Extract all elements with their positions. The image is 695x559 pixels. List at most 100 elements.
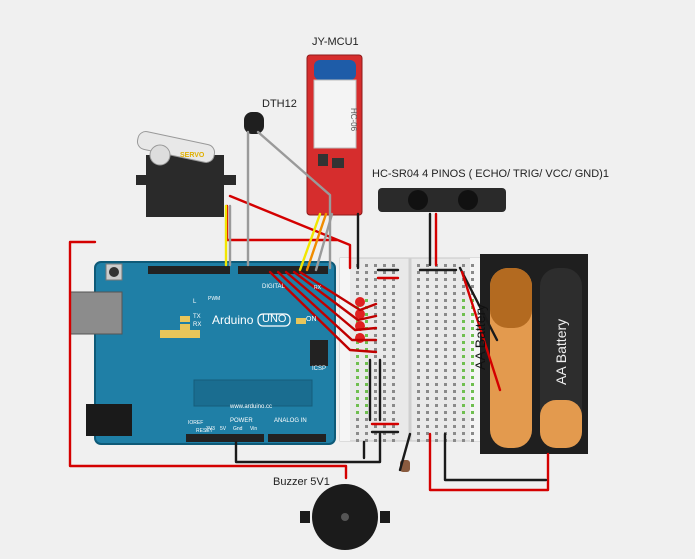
breadboard-hole [374, 425, 377, 428]
breadboard-hole [435, 327, 438, 330]
breadboard-hole [453, 439, 456, 442]
breadboard-hole [462, 292, 465, 295]
breadboard-hole [417, 271, 420, 274]
breadboard-hole [417, 432, 420, 435]
breadboard-hole [444, 348, 447, 351]
breadboard-hole [426, 390, 429, 393]
breadboard-hole [426, 271, 429, 274]
breadboard-hole [374, 334, 377, 337]
board-gnd-label: Gnd [233, 426, 243, 432]
breadboard-hole [444, 278, 447, 281]
breadboard-hole [374, 439, 377, 442]
breadboard-hole [374, 299, 377, 302]
breadboard-hole [444, 285, 447, 288]
breadboard-hole [462, 348, 465, 351]
breadboard-hole [462, 390, 465, 393]
breadboard-hole [356, 404, 359, 407]
board-url: www.arduino.cc [230, 404, 273, 410]
breadboard-hole [435, 362, 438, 365]
breadboard-hole [444, 327, 447, 330]
breadboard-hole [462, 355, 465, 358]
breadboard-hole [392, 383, 395, 386]
breadboard-hole [365, 404, 368, 407]
board-icsp-label: ICSP [312, 366, 327, 372]
breadboard-hole [392, 299, 395, 302]
breadboard-hole [392, 418, 395, 421]
breadboard-hole [417, 390, 420, 393]
breadboard-hole [426, 341, 429, 344]
breadboard-hole [365, 292, 368, 295]
breadboard-hole [444, 306, 447, 309]
breadboard-hole [462, 432, 465, 435]
breadboard-hole [365, 425, 368, 428]
breadboard-hole [435, 425, 438, 428]
breadboard-hole [392, 390, 395, 393]
breadboard-hole [383, 432, 386, 435]
sensor-label: DTH12 [262, 98, 297, 110]
breadboard-hole [356, 390, 359, 393]
breadboard-hole [435, 404, 438, 407]
breadboard-hole [417, 320, 420, 323]
breadboard-hole [392, 271, 395, 274]
breadboard-hole [392, 306, 395, 309]
breadboard-hole [392, 327, 395, 330]
breadboard-hole [374, 355, 377, 358]
breadboard-hole [417, 341, 420, 344]
battery-pack [480, 254, 588, 454]
board-model: UNO [262, 313, 287, 325]
breadboard-hole [392, 334, 395, 337]
breadboard-hole [471, 285, 474, 288]
breadboard-hole [356, 397, 359, 400]
servo-label: SERVO [180, 152, 205, 159]
breadboard-hole [471, 278, 474, 281]
breadboard-hole [471, 376, 474, 379]
breadboard-hole [462, 362, 465, 365]
breadboard-hole [417, 313, 420, 316]
breadboard-hole [462, 404, 465, 407]
breadboard-hole [471, 320, 474, 323]
breadboard-hole [426, 369, 429, 372]
breadboard-hole [356, 320, 359, 323]
ultrasonic-label: HC-SR04 4 PINOS ( ECHO/ TRIG/ VCC/ GND)1 [372, 168, 609, 180]
breadboard-hole [392, 369, 395, 372]
breadboard-hole [383, 292, 386, 295]
breadboard-hole [453, 397, 456, 400]
breadboard-hole [365, 439, 368, 442]
breadboard-hole [426, 264, 429, 267]
breadboard-hole [392, 278, 395, 281]
board-tx-label: TX [193, 314, 201, 320]
breadboard-hole [417, 439, 420, 442]
breadboard-hole [462, 285, 465, 288]
breadboard-hole [435, 320, 438, 323]
board-reset-label: RESET [196, 428, 213, 434]
breadboard-hole [426, 292, 429, 295]
breadboard-hole [471, 425, 474, 428]
breadboard-hole [383, 334, 386, 337]
breadboard-hole [453, 348, 456, 351]
breadboard-hole [356, 432, 359, 435]
breadboard-hole [374, 397, 377, 400]
breadboard-hole [453, 334, 456, 337]
breadboard-hole [435, 278, 438, 281]
breadboard-hole [453, 271, 456, 274]
breadboard-hole [453, 285, 456, 288]
breadboard-hole [383, 327, 386, 330]
breadboard-hole [426, 418, 429, 421]
breadboard-hole [417, 348, 420, 351]
breadboard-hole [426, 278, 429, 281]
breadboard-hole [435, 390, 438, 393]
breadboard-hole [383, 369, 386, 372]
breadboard-hole [426, 348, 429, 351]
breadboard-hole [444, 425, 447, 428]
breadboard-hole [444, 271, 447, 274]
breadboard-hole [462, 341, 465, 344]
breadboard-hole [453, 320, 456, 323]
breadboard-hole [356, 285, 359, 288]
breadboard-hole [444, 299, 447, 302]
bluetooth-module [306, 54, 363, 216]
breadboard-hole [444, 369, 447, 372]
breadboard-hole [392, 285, 395, 288]
breadboard-hole [462, 334, 465, 337]
breadboard-hole [444, 362, 447, 365]
breadboard-hole [417, 418, 420, 421]
